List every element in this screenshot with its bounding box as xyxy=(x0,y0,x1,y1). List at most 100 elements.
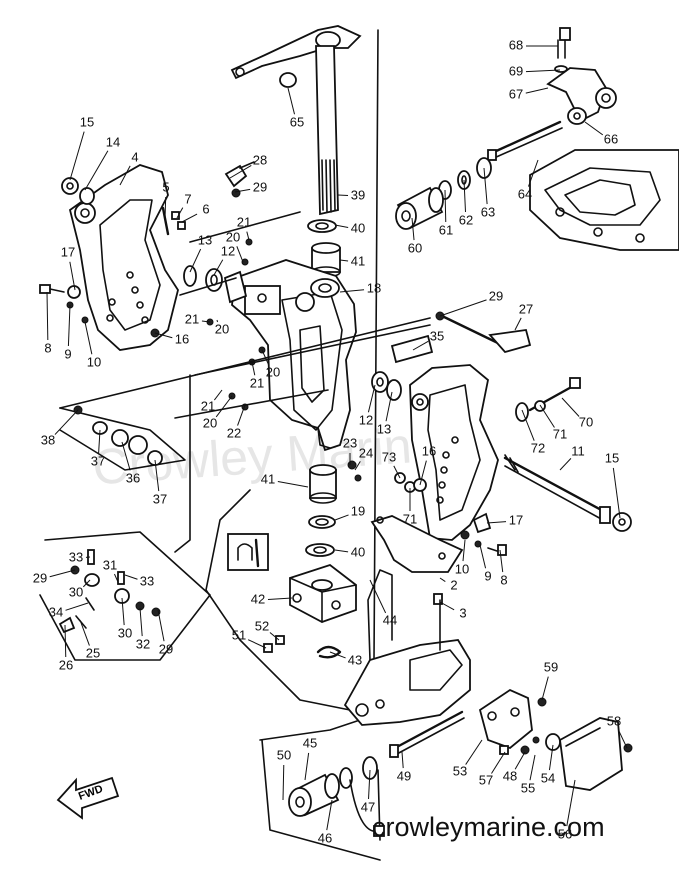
nut-17-left xyxy=(67,285,81,299)
leader-41 xyxy=(277,481,309,488)
leader-7 xyxy=(176,207,184,219)
callout-30: 30 xyxy=(69,584,83,599)
leader-27 xyxy=(514,317,522,331)
callout-24: 24 xyxy=(359,445,373,460)
callout-8: 8 xyxy=(44,340,51,355)
washer-19 xyxy=(308,515,336,529)
callout-15: 15 xyxy=(605,450,619,465)
leader-39 xyxy=(337,194,349,197)
callout-40: 40 xyxy=(351,220,365,235)
callout-13: 13 xyxy=(198,232,212,247)
bushing-41-lower xyxy=(309,464,337,504)
callout-64: 64 xyxy=(518,186,532,201)
callout-4: 4 xyxy=(131,149,138,164)
callout-59: 59 xyxy=(544,659,558,674)
callout-62: 62 xyxy=(459,212,473,227)
leader-21 xyxy=(251,361,256,376)
callout-20: 20 xyxy=(215,321,229,336)
leader-54 xyxy=(548,744,554,771)
callout-32: 32 xyxy=(136,636,150,651)
leader-8 xyxy=(46,291,49,341)
leader-28 xyxy=(229,165,252,179)
clip-28 xyxy=(224,161,255,188)
leader-26 xyxy=(64,624,67,658)
leader-30 xyxy=(121,597,125,626)
leader-58 xyxy=(618,729,628,749)
callout-3: 3 xyxy=(459,605,466,620)
pin-5 xyxy=(161,206,170,236)
leader-14 xyxy=(84,150,109,191)
callout-21: 21 xyxy=(201,398,215,413)
callout-12: 12 xyxy=(359,412,373,427)
lower-bracket-44 xyxy=(343,569,471,726)
callout-19: 19 xyxy=(351,503,365,518)
callout-67: 67 xyxy=(509,86,523,101)
leader-17 xyxy=(486,521,507,524)
leader-30 xyxy=(82,579,91,588)
leader-10 xyxy=(84,321,93,355)
callout-31: 31 xyxy=(103,557,117,572)
callout-66: 66 xyxy=(604,131,618,146)
callout-9: 9 xyxy=(64,346,71,361)
leader-15 xyxy=(69,131,85,181)
leader-55 xyxy=(529,754,536,781)
callout-63: 63 xyxy=(481,204,495,219)
tilt-tube-11 xyxy=(503,454,611,524)
leader-12 xyxy=(213,259,224,276)
callout-35: 35 xyxy=(430,328,444,343)
callout-17: 17 xyxy=(61,244,75,259)
leader-52 xyxy=(269,632,280,641)
bolt-70-washers-71-72 xyxy=(515,377,581,422)
leader-3 xyxy=(439,601,455,611)
callout-15: 15 xyxy=(80,114,94,129)
callout-13: 13 xyxy=(377,421,391,436)
leader-17 xyxy=(69,261,76,291)
callout-55: 55 xyxy=(521,780,535,795)
leader-29 xyxy=(49,569,76,578)
shaft-64 xyxy=(487,120,563,161)
callout-53: 53 xyxy=(453,763,467,778)
mount-plate xyxy=(529,149,679,251)
callout-16: 16 xyxy=(422,443,436,458)
leader-12 xyxy=(367,384,376,413)
leader-6 xyxy=(181,213,198,223)
callout-71: 71 xyxy=(403,511,417,526)
callout-34: 34 xyxy=(49,604,63,619)
leader-24 xyxy=(354,461,361,471)
callout-44: 44 xyxy=(383,612,397,627)
leader-32 xyxy=(139,607,143,637)
leader-59 xyxy=(541,676,549,701)
swivel-bracket-18 xyxy=(231,259,357,452)
leader-2 xyxy=(439,577,446,582)
detail-inset xyxy=(227,533,269,571)
callout-33: 33 xyxy=(140,573,154,588)
leader-25 xyxy=(79,619,90,646)
callout-16: 16 xyxy=(175,331,189,346)
leader-62 xyxy=(463,179,467,213)
callout-21: 21 xyxy=(250,375,264,390)
leader-29 xyxy=(439,299,487,317)
callout-14: 14 xyxy=(106,134,120,149)
screw-59 xyxy=(537,697,547,707)
washer-40-top xyxy=(307,219,337,233)
callout-51: 51 xyxy=(232,627,246,642)
callout-61: 61 xyxy=(439,222,453,237)
cover-56 xyxy=(559,717,623,791)
bolts-51-52 xyxy=(263,635,285,653)
callout-54: 54 xyxy=(541,770,555,785)
callout-18: 18 xyxy=(367,280,381,295)
callout-37: 37 xyxy=(91,453,105,468)
swivel-shaft-39 xyxy=(315,45,339,216)
callout-20: 20 xyxy=(203,415,217,430)
callout-29: 29 xyxy=(489,288,503,303)
watermark-url: crowleymarine.com xyxy=(372,812,605,842)
callout-29: 29 xyxy=(159,641,173,656)
leader-36 xyxy=(121,441,131,471)
leader-21 xyxy=(213,389,223,401)
leader-5 xyxy=(164,196,167,221)
callout-46: 46 xyxy=(318,830,332,845)
leader-66 xyxy=(584,121,604,136)
leader-13 xyxy=(189,248,202,273)
leader-33 xyxy=(124,574,138,580)
